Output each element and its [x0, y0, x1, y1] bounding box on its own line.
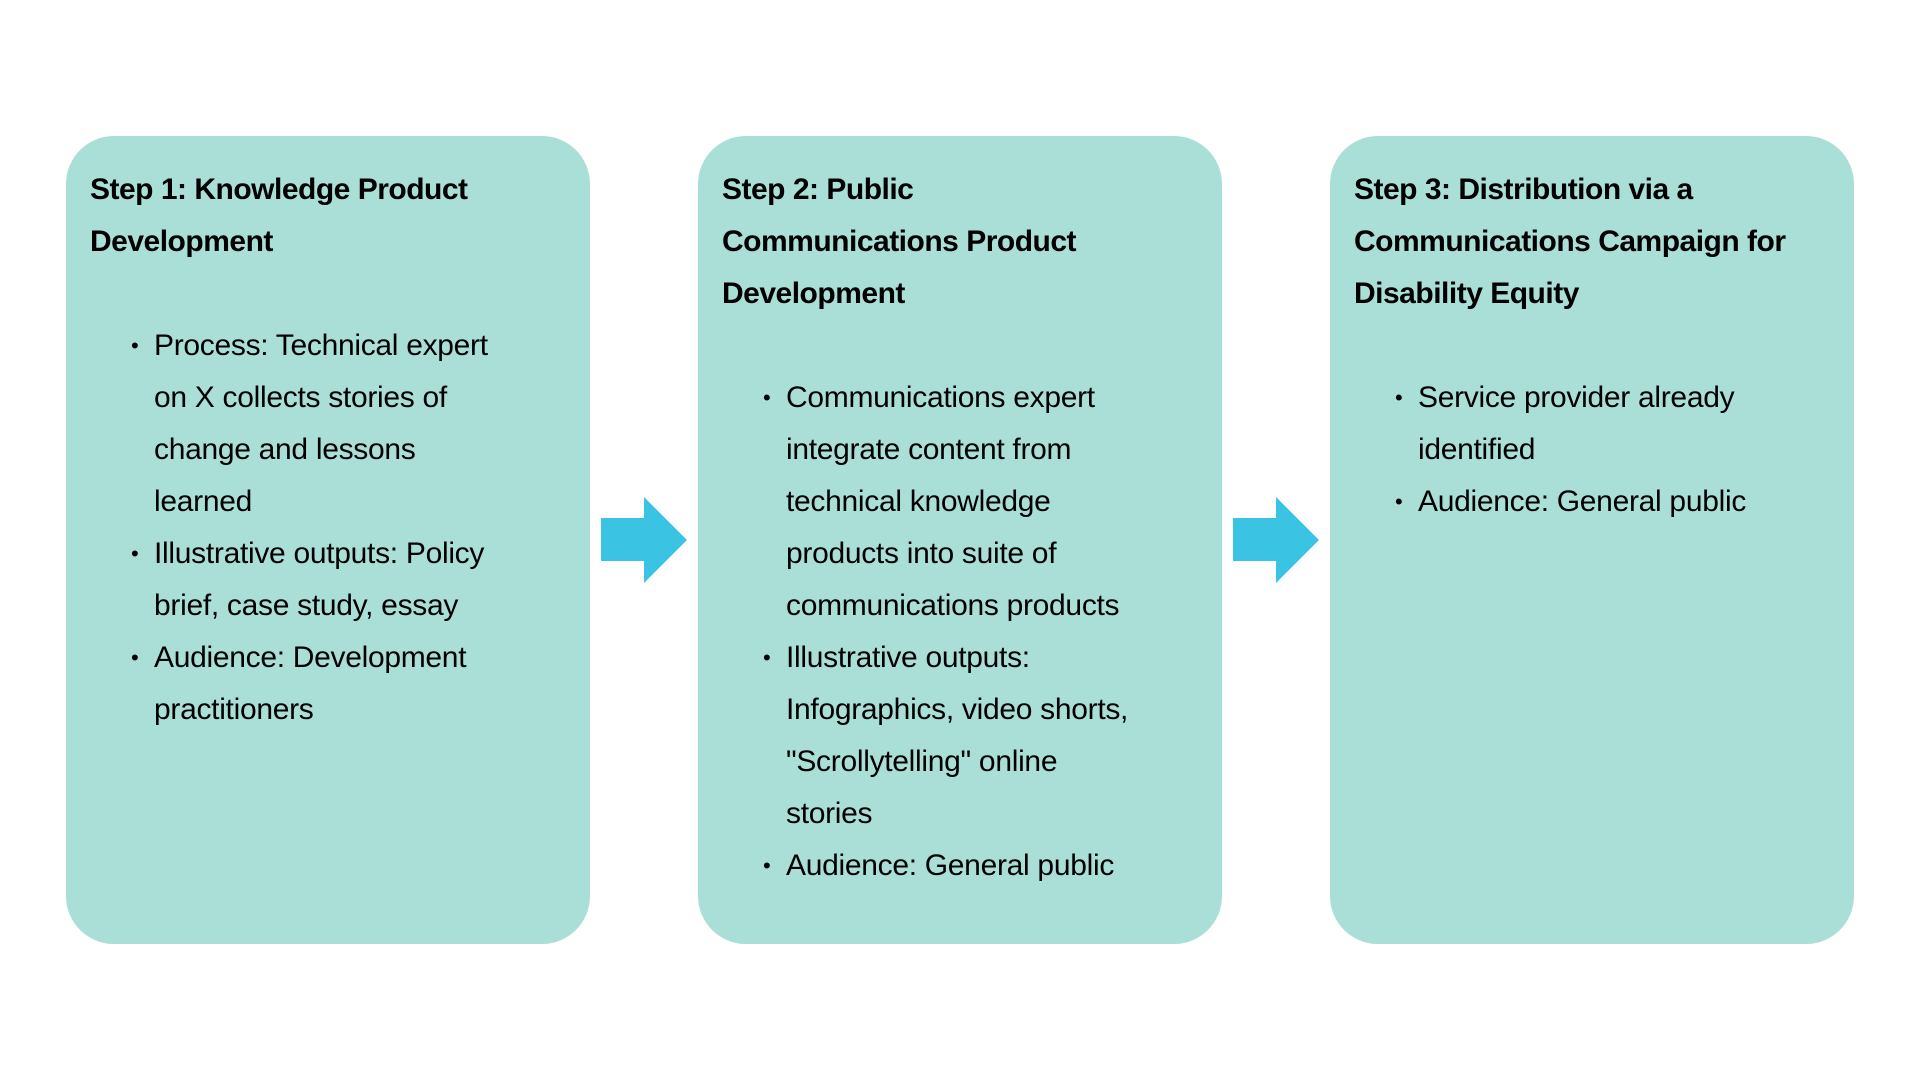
step-title: Step 1: Knowledge Product Development: [90, 164, 590, 268]
list-item: • Audience: Development practitioners: [131, 632, 590, 736]
item-line: technical knowledge: [786, 485, 1051, 518]
item-line: Communications expert: [786, 381, 1095, 414]
item-line: Illustrative outputs:: [786, 641, 1030, 674]
list-item: • Illustrative outputs: Policy brief, ca…: [131, 528, 590, 632]
item-line: Audience: General public: [786, 849, 1115, 882]
title-line: Development: [722, 277, 905, 310]
title-line: Communications Campaign for: [1354, 225, 1786, 258]
title-line: Disability Equity: [1354, 277, 1579, 310]
item-line: Audience: Development: [154, 641, 467, 674]
list-item: • Illustrative outputs: Infographics, vi…: [763, 632, 1222, 840]
bullet-icon: •: [763, 645, 771, 670]
item-line: learned: [154, 485, 252, 518]
step-2-box: Step 2: Public Communications Product De…: [698, 136, 1222, 944]
step-title: Step 3: Distribution via a Communication…: [1354, 164, 1854, 320]
arrow-shape: [601, 497, 687, 583]
bullet-icon: •: [131, 645, 139, 670]
arrow-right-icon: [601, 497, 687, 583]
step-3-box: Step 3: Distribution via a Communication…: [1330, 136, 1854, 944]
list-item: • Communications expert integrate conten…: [763, 372, 1222, 632]
item-line: on X collects stories of: [154, 381, 447, 414]
list-item: • Service provider already identified: [1395, 372, 1854, 476]
list-item: • Audience: General public: [763, 840, 1222, 892]
arrow-shape: [1233, 497, 1319, 583]
step-title: Step 2: Public Communications Product De…: [722, 164, 1222, 320]
bullet-icon: •: [131, 541, 139, 566]
item-line: Process: Technical expert: [154, 329, 488, 362]
list-item: • Audience: General public: [1395, 476, 1854, 528]
item-line: communications products: [786, 589, 1120, 622]
title-line: Step 2: Public: [722, 173, 914, 206]
list-item: • Process: Technical expert on X collect…: [131, 320, 590, 528]
bullet-list: • Service provider already identified • …: [1354, 372, 1854, 528]
item-line: Infographics, video shorts,: [786, 693, 1129, 726]
title-line: Development: [90, 225, 273, 258]
item-line: products into suite of: [786, 537, 1057, 570]
bullet-icon: •: [131, 333, 139, 358]
bullet-list: • Communications expert integrate conten…: [722, 372, 1222, 892]
title-line: Step 3: Distribution via a: [1354, 173, 1693, 206]
item-line: integrate content from: [786, 433, 1072, 466]
item-line: Audience: General public: [1418, 485, 1747, 518]
bullet-icon: •: [1395, 489, 1403, 514]
bullet-icon: •: [763, 385, 771, 410]
item-line: brief, case study, essay: [154, 589, 459, 622]
bullet-icon: •: [1395, 385, 1403, 410]
item-line: Illustrative outputs: Policy: [154, 537, 485, 570]
item-line: stories: [786, 797, 873, 830]
bullet-icon: •: [763, 853, 771, 878]
item-line: practitioners: [154, 693, 314, 726]
step-1-box: Step 1: Knowledge Product Development • …: [66, 136, 590, 944]
item-line: "Scrollytelling" online: [786, 745, 1058, 778]
item-line: identified: [1418, 433, 1536, 466]
arrow-right-icon: [1233, 497, 1319, 583]
item-line: Service provider already: [1418, 381, 1735, 414]
title-line: Step 1: Knowledge Product: [90, 173, 468, 206]
bullet-list: • Process: Technical expert on X collect…: [90, 320, 590, 736]
item-line: change and lessons: [154, 433, 416, 466]
title-line: Communications Product: [722, 225, 1077, 258]
